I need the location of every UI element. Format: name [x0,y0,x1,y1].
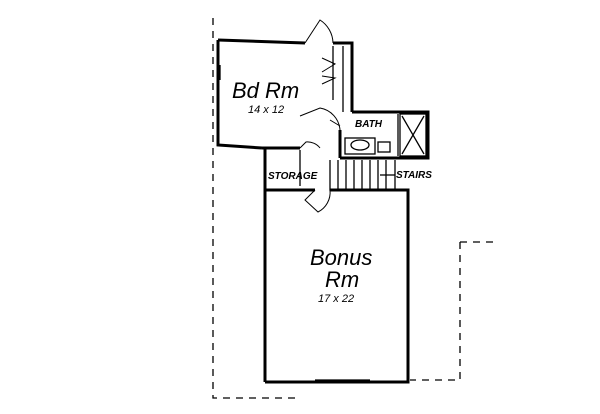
bonus-name-line1: Bonus [310,245,372,270]
bonus-name-line2: Rm [325,267,359,292]
bonus-size: 17 x 22 [318,293,354,305]
bedroom-walls [216,38,354,150]
storage-walls [263,148,301,382]
doors [299,19,341,213]
bedroom-name: Bd Rm [232,78,299,103]
bath-label: BATH [355,119,383,130]
bedroom-size: 14 x 12 [248,104,284,116]
stairs-label: STAIRS [396,170,432,181]
storage-label: STORAGE [268,171,318,182]
bath-walls [338,110,430,160]
bonus-walls [265,188,410,384]
dashed-outline [212,18,496,399]
stairs-drawing [329,160,396,191]
